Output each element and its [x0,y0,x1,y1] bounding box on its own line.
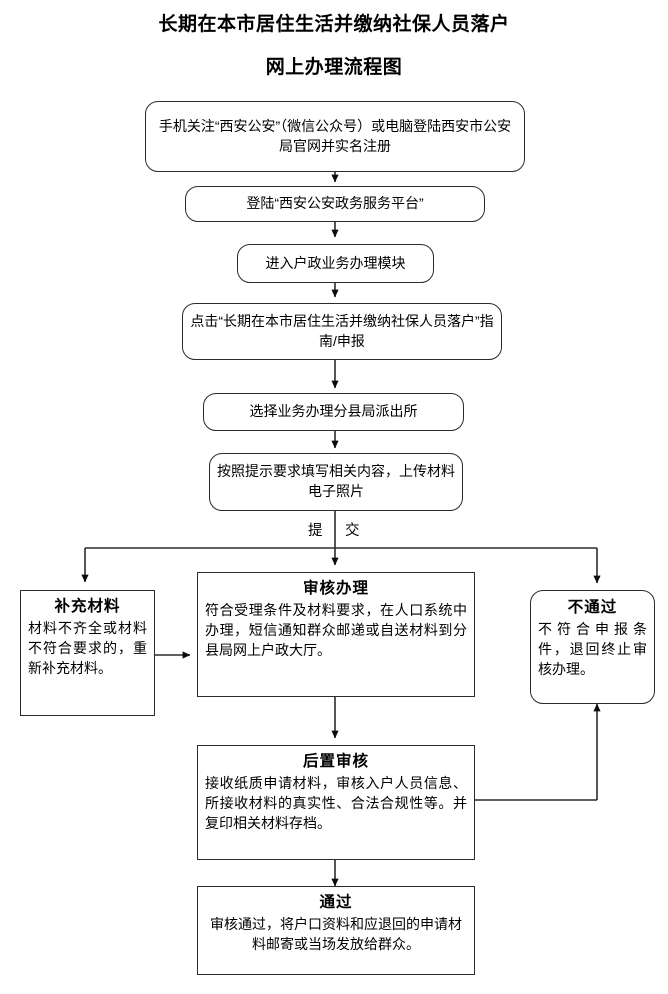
node-passed-body: 审核通过，将户口资料和应退回的申请材料邮寄或当场发放给群众。 [210,916,462,953]
node-post-review-heading: 后置审核 [302,753,369,770]
node-rejected[interactable]: 不通过 不符合申报条件，退回终止审核办理。 [530,590,655,704]
node-supplement-materials[interactable]: 补充材料 材料不齐全或材料不符合要求的，重新补充材料。 [20,590,155,716]
page-title-line-2: 网上办理流程图 [265,57,403,78]
node-step-3-text: 进入户政业务办理模块 [265,254,406,271]
node-step-2-text: 登陆“西安公安政务服务平台” [246,195,424,212]
node-passed-heading: 通过 [319,894,353,911]
node-review-processing[interactable]: 审核办理 符合受理条件及材料要求，在人口系统中办理，短信通知群众邮递或自送材料到… [197,572,475,697]
node-step-1-text: 手机关注“西安公安”（微信公众号）或电脑登陆西安市公安局官网并实名注册 [158,117,512,154]
node-supplement-materials-heading: 补充材料 [54,598,121,615]
node-step-4[interactable]: 点击“长期在本市居住生活并缴纳社保人员落户”指南/申报 [182,303,502,360]
node-step-4-text: 点击“长期在本市居住生活并缴纳社保人员落户”指南/申报 [190,312,494,349]
node-supplement-materials-body: 材料不齐全或材料不符合要求的，重新补充材料。 [28,620,147,677]
node-post-review-body: 接收纸质申请材料，审核入户人员信息、所接收材料的真实性、合法合规性等。并复印相关… [205,775,467,832]
node-post-review[interactable]: 后置审核 接收纸质申请材料，审核入户人员信息、所接收材料的真实性、合法合规性等。… [197,745,475,860]
node-step-6[interactable]: 按照提示要求填写相关内容，上传材料电子照片 [209,453,463,511]
edge-label-submit-right: 交 [344,519,361,540]
node-step-2[interactable]: 登陆“西安公安政务服务平台” [185,186,485,222]
node-step-3[interactable]: 进入户政业务办理模块 [237,244,434,283]
node-step-5[interactable]: 选择业务办理分县局派出所 [203,393,464,431]
node-passed[interactable]: 通过 审核通过，将户口资料和应退回的申请材料邮寄或当场发放给群众。 [197,886,475,975]
node-rejected-heading: 不通过 [567,599,618,616]
node-review-processing-body: 符合受理条件及材料要求，在人口系统中办理，短信通知群众邮递或自送材料到分县局网上… [205,602,467,659]
page-title-line-1: 长期在本市居住生活并缴纳社保人员落户 [158,14,510,35]
node-review-processing-heading: 审核办理 [302,580,369,597]
node-step-1[interactable]: 手机关注“西安公安”（微信公众号）或电脑登陆西安市公安局官网并实名注册 [145,101,525,172]
edge-label-submit-left: 提 [307,519,324,540]
node-step-6-text: 按照提示要求填写相关内容，上传材料电子照片 [217,463,455,499]
node-rejected-body: 不符合申报条件，退回终止审核办理。 [538,621,647,678]
node-step-5-text: 选择业务办理分县局派出所 [249,403,418,420]
